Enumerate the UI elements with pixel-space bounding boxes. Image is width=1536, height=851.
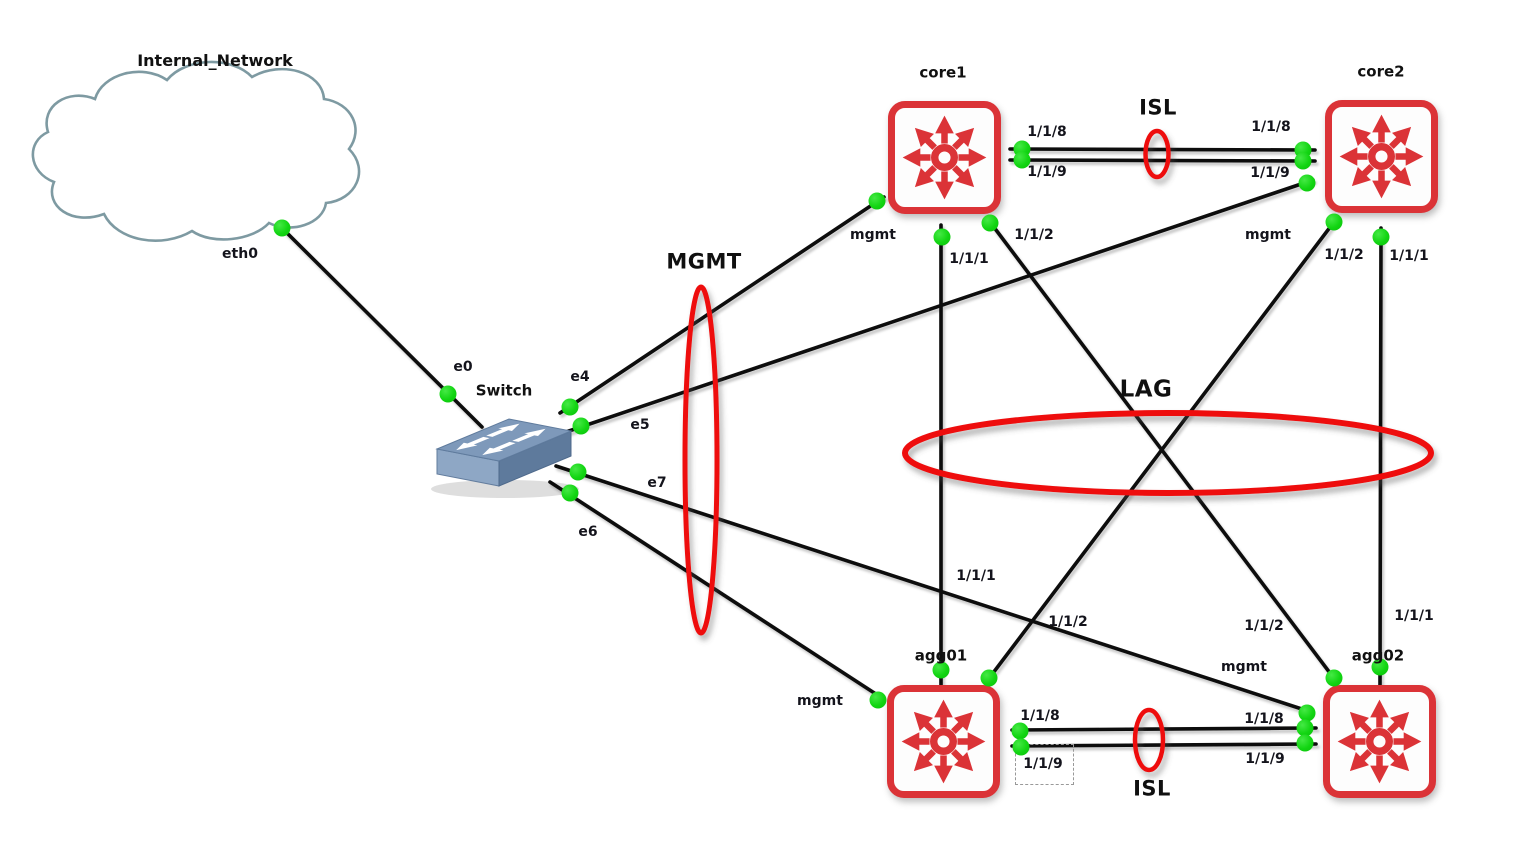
node-label-core2[interactable]: core2	[1357, 62, 1405, 81]
port-dot-agg01-1-1-9	[1012, 738, 1030, 756]
port-label-core1-1-1-8[interactable]: 1/1/8	[1027, 124, 1067, 140]
port-dot-core2-1-1-2	[1325, 213, 1343, 231]
port-label-switch-e5[interactable]: e5	[630, 417, 650, 433]
switch-shadow	[431, 480, 579, 498]
node-label-agg02[interactable]: agg02	[1351, 646, 1405, 665]
node-label-agg01[interactable]: agg01	[914, 646, 968, 665]
port-label-core1-1-1-1[interactable]: 1/1/1	[949, 251, 989, 267]
port-label-core2-1-1-9[interactable]: 1/1/9	[1250, 165, 1290, 181]
port-dot-core2-1-1-9	[1294, 152, 1312, 170]
port-label-switch-e0[interactable]: e0	[453, 359, 473, 375]
port-label-switch-e4[interactable]: e4	[570, 369, 590, 385]
link-switch-e7-agg02-mgmt[interactable]	[554, 464, 1313, 714]
multilayer-switch-icon	[1333, 695, 1426, 788]
lag-ellipse[interactable]	[902, 410, 1434, 496]
link-core1-core2-isl-1-1-8[interactable]	[1008, 147, 1317, 152]
port-label-core2-1-1-2[interactable]: 1/1/2	[1324, 247, 1364, 263]
port-dot-core1-mgmt	[868, 192, 886, 210]
multilayer-switch-icon	[898, 111, 991, 204]
port-label-core2-1-1-1[interactable]: 1/1/1	[1389, 248, 1429, 264]
link-core1-core2-isl-1-1-9[interactable]	[1008, 158, 1317, 163]
annotation-layer	[682, 128, 1434, 773]
port-dot-switch-e0	[439, 385, 457, 403]
port-dot-core2-mgmt	[1298, 174, 1316, 192]
port-label-agg01-1-1-9[interactable]: 1/1/9	[1023, 756, 1063, 772]
multilayer-switch-icon	[1335, 110, 1428, 203]
port-label-core1-mgmt[interactable]: mgmt	[850, 227, 896, 243]
port-dot-switch-e7	[569, 463, 587, 481]
cloud-node[interactable]	[31, 60, 361, 242]
port-label-agg02-1-1-1[interactable]: 1/1/1	[1394, 608, 1434, 624]
port-label-agg01-1-1-2[interactable]: 1/1/2	[1048, 614, 1088, 630]
port-label-switch-e6[interactable]: e6	[578, 524, 598, 540]
annotation-label-lag[interactable]: LAG	[1119, 376, 1173, 403]
node-label-switch[interactable]: Switch	[475, 381, 533, 400]
port-dot-core1-1-1-9	[1013, 151, 1031, 169]
port-dot-agg02-1-1-9	[1296, 734, 1314, 752]
isl-bottom-ellipse[interactable]	[1132, 707, 1166, 773]
multilayer-switch-icon	[897, 695, 990, 788]
link-core2-agg01-1-1-2[interactable]	[985, 216, 1339, 683]
node-label-core1[interactable]: core1	[919, 63, 967, 82]
port-dot-agg02-1-1-1	[1371, 658, 1389, 676]
annotation-label-isl-bottom[interactable]: ISL	[1133, 776, 1171, 801]
node-agg02[interactable]	[1323, 685, 1436, 798]
port-label-agg02-mgmt[interactable]: mgmt	[1221, 659, 1267, 675]
node-core2[interactable]	[1325, 100, 1438, 213]
port-dot-agg01-mgmt	[869, 691, 887, 709]
port-dot-agg01-1-1-1	[932, 661, 950, 679]
selected-label-outline[interactable]	[1015, 744, 1074, 785]
port-dot-cloud-eth0	[273, 219, 291, 237]
port-label-agg01-1-1-8[interactable]: 1/1/8	[1020, 708, 1060, 724]
port-dot-agg02-1-1-2	[1325, 669, 1343, 687]
port-label-agg01-mgmt[interactable]: mgmt	[797, 693, 843, 709]
annotation-label-isl-top[interactable]: ISL	[1139, 95, 1177, 120]
mgmt-group-ellipse[interactable]	[682, 284, 720, 636]
port-label-core1-1-1-9[interactable]: 1/1/9	[1027, 164, 1067, 180]
port-dot-agg02-mgmt	[1298, 704, 1316, 722]
port-label-core2-mgmt[interactable]: mgmt	[1245, 227, 1291, 243]
port-label-agg02-1-1-8[interactable]: 1/1/8	[1244, 711, 1284, 727]
port-dot-core1-1-1-1	[933, 228, 951, 246]
port-dot-switch-e4	[561, 398, 579, 416]
port-dot-core2-1-1-1	[1372, 228, 1390, 246]
annotation-label-mgmt[interactable]: MGMT	[666, 249, 742, 274]
port-dot-agg02-1-1-8	[1296, 719, 1314, 737]
ethernet-switch-node[interactable]	[431, 418, 579, 498]
port-dot-agg01-1-1-2	[980, 669, 998, 687]
link-core2-agg02-1-1-1[interactable]	[1378, 226, 1383, 687]
link-switch-e4-core1-mgmt[interactable]	[558, 195, 886, 415]
port-dot-switch-e5	[572, 417, 590, 435]
port-label-core2-1-1-8[interactable]: 1/1/8	[1251, 119, 1291, 135]
node-core1[interactable]	[888, 101, 1001, 214]
port-label-switch-e7[interactable]: e7	[647, 475, 667, 491]
port-label-agg02-1-1-2[interactable]: 1/1/2	[1244, 618, 1284, 634]
port-label-cloud-eth0[interactable]: eth0	[222, 246, 258, 262]
port-dot-switch-e6	[561, 484, 579, 502]
link-switch-e6-agg01-mgmt[interactable]	[548, 480, 884, 700]
switch-arrows	[456, 423, 546, 456]
port-label-agg02-1-1-9[interactable]: 1/1/9	[1245, 751, 1285, 767]
node-label-internal-network[interactable]: Internal_Network	[137, 51, 293, 70]
port-dot-core1-1-1-2	[981, 214, 999, 232]
port-dot-agg01-1-1-8	[1011, 722, 1029, 740]
node-agg01[interactable]	[887, 685, 1000, 798]
isl-top-ellipse[interactable]	[1143, 128, 1171, 180]
port-label-agg01-1-1-1[interactable]: 1/1/1	[956, 568, 996, 584]
link-switch-e5-core2-mgmt[interactable]	[558, 178, 1315, 436]
port-label-core1-1-1-2[interactable]: 1/1/2	[1014, 227, 1054, 243]
